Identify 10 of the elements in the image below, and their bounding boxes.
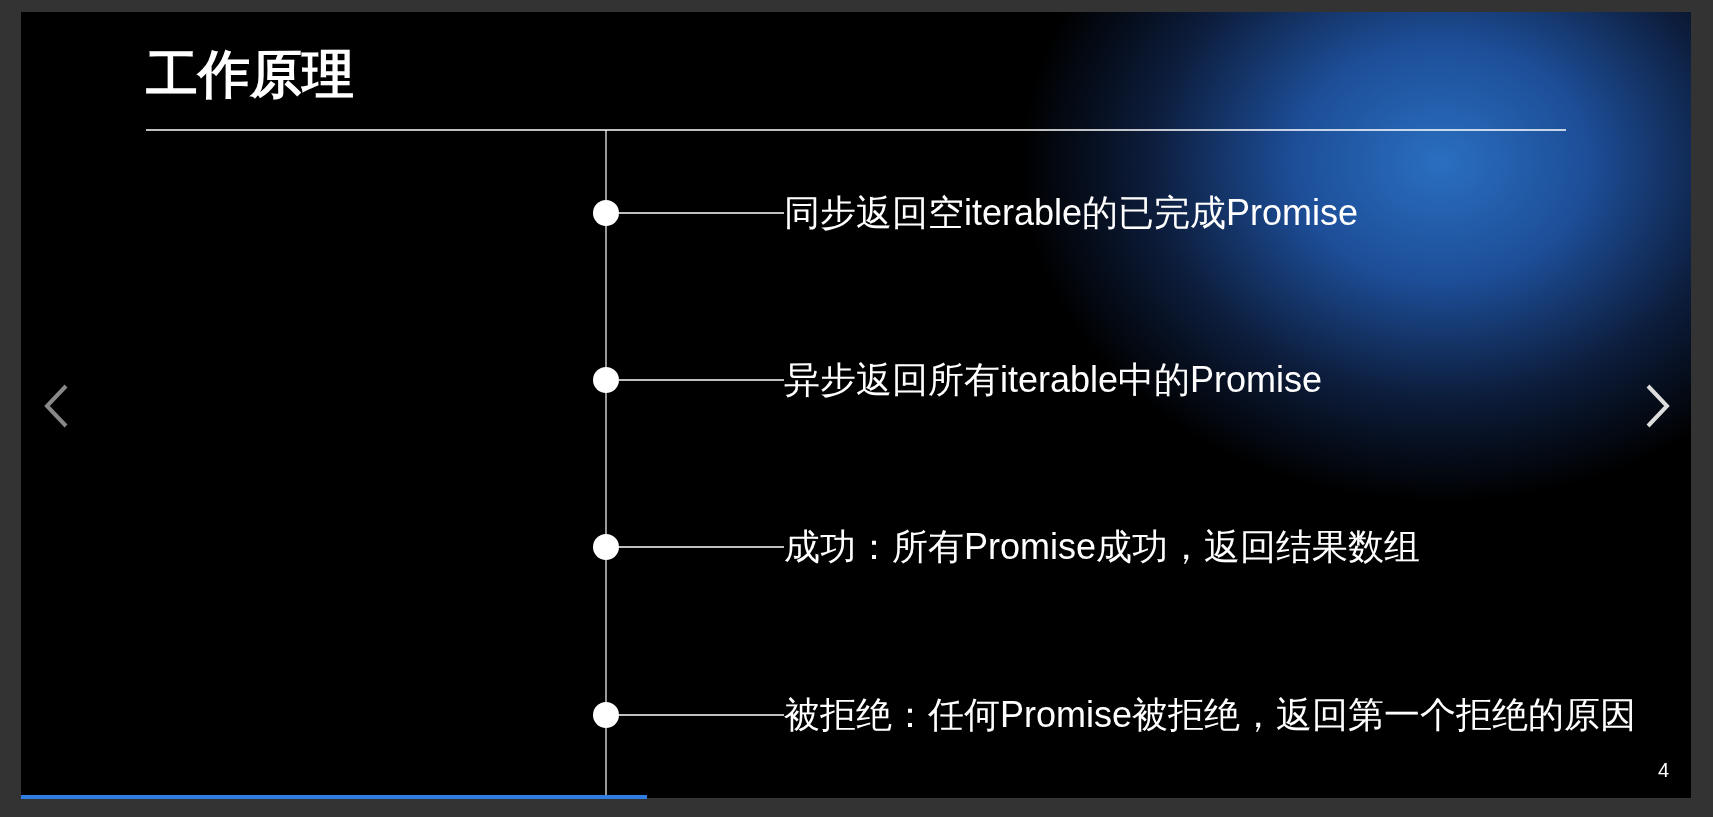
connector-line bbox=[618, 546, 785, 548]
slide-title: 工作原理 bbox=[146, 44, 354, 104]
step-text: 被拒绝：任何Promise被拒绝，返回第一个拒绝的原因 bbox=[784, 696, 1638, 734]
step-text: 成功：所有Promise成功，返回结果数组 bbox=[784, 528, 1422, 566]
connector-line bbox=[618, 379, 785, 381]
step-text: 同步返回空iterable的已完成Promise bbox=[784, 194, 1360, 232]
connector-line bbox=[618, 714, 785, 716]
connector-line bbox=[618, 212, 785, 214]
step-text: 异步返回所有iterable中的Promise bbox=[784, 361, 1324, 399]
page-number: 4 bbox=[1657, 758, 1669, 782]
